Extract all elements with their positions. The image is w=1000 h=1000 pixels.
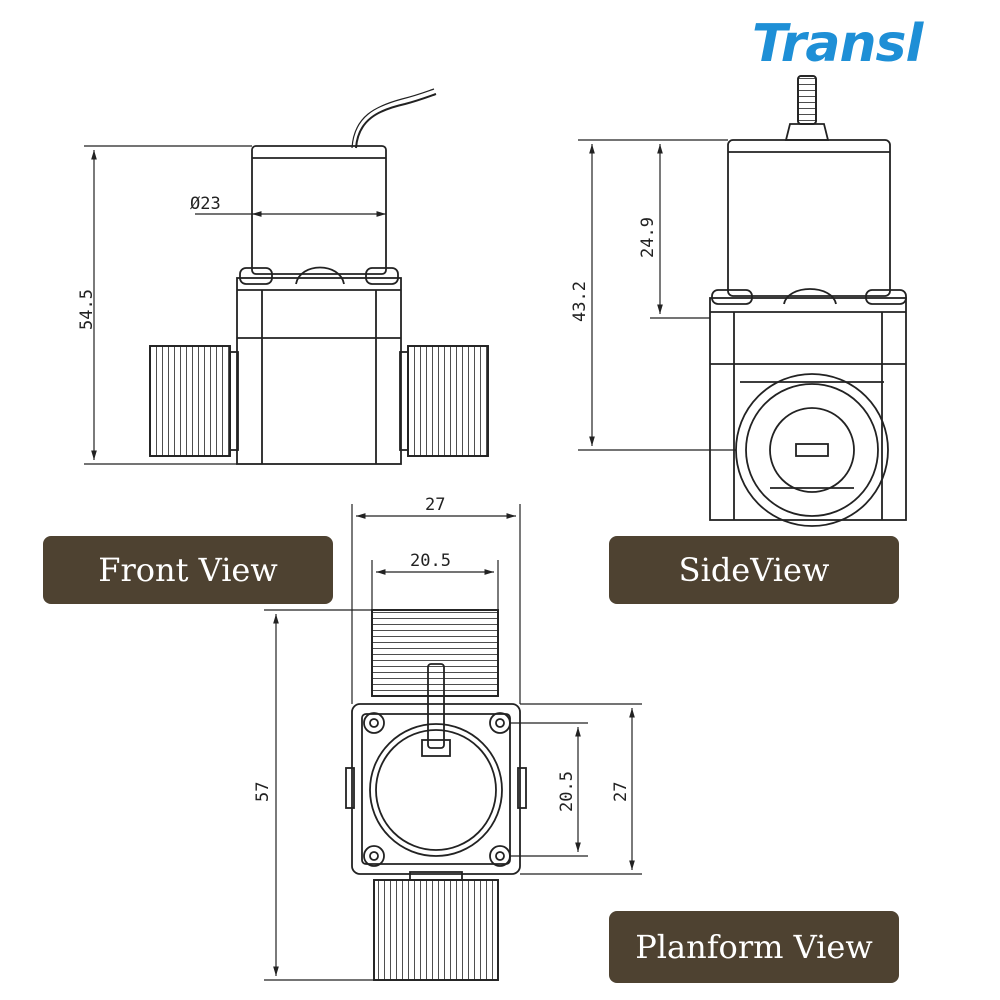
planform-view-label: Planform View [609, 911, 899, 983]
front-view-drawing [84, 88, 489, 465]
brand-logo: Transl [752, 14, 923, 74]
planform-view-drawing [264, 504, 642, 981]
plan-height-outer-label: 27 [611, 782, 631, 802]
side-height-total-label: 43.2 [570, 281, 590, 322]
side-view-drawing [578, 75, 907, 527]
front-view-label: Front View [43, 536, 333, 604]
front-diameter-label: Ø23 [190, 194, 221, 214]
plan-width-outer-label: 27 [425, 495, 445, 515]
plan-width-inner-label: 20.5 [410, 551, 451, 571]
side-view-label: SideView [609, 536, 899, 604]
plan-height-inner-label: 20.5 [557, 771, 577, 812]
side-height-upper-label: 24.9 [638, 217, 658, 258]
front-height-label: 54.5 [77, 289, 97, 330]
plan-length-label: 57 [253, 782, 273, 802]
